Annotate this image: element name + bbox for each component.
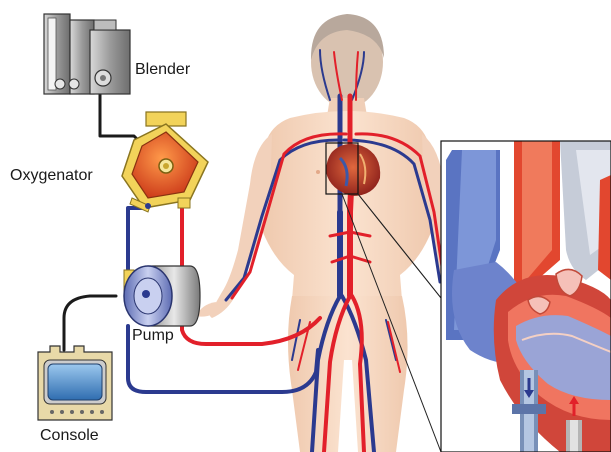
console-monitor-icon — [38, 346, 112, 420]
oxygenator-label: Oxygenator — [10, 167, 93, 184]
centrifugal-pump-icon — [124, 266, 200, 326]
blender-label: Blender — [135, 61, 191, 78]
gas-blender-icon — [44, 14, 130, 94]
console-label: Console — [40, 427, 99, 444]
heart-cannula-inset-icon — [441, 141, 611, 452]
oxygenator-icon — [122, 112, 208, 212]
pump-label: Pump — [132, 327, 174, 344]
